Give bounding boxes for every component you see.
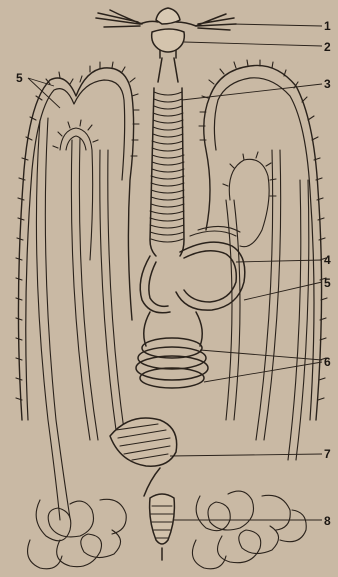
label-7: 7 bbox=[324, 447, 331, 461]
label-8: 8 bbox=[324, 514, 331, 528]
label-2: 2 bbox=[324, 40, 331, 54]
label-5-left: 5 bbox=[16, 71, 23, 85]
label-1: 1 bbox=[324, 19, 331, 33]
label-6: 6 bbox=[324, 355, 331, 369]
label-5-right: 5 bbox=[324, 276, 331, 290]
label-4: 4 bbox=[324, 253, 331, 267]
label-3: 3 bbox=[324, 77, 331, 91]
